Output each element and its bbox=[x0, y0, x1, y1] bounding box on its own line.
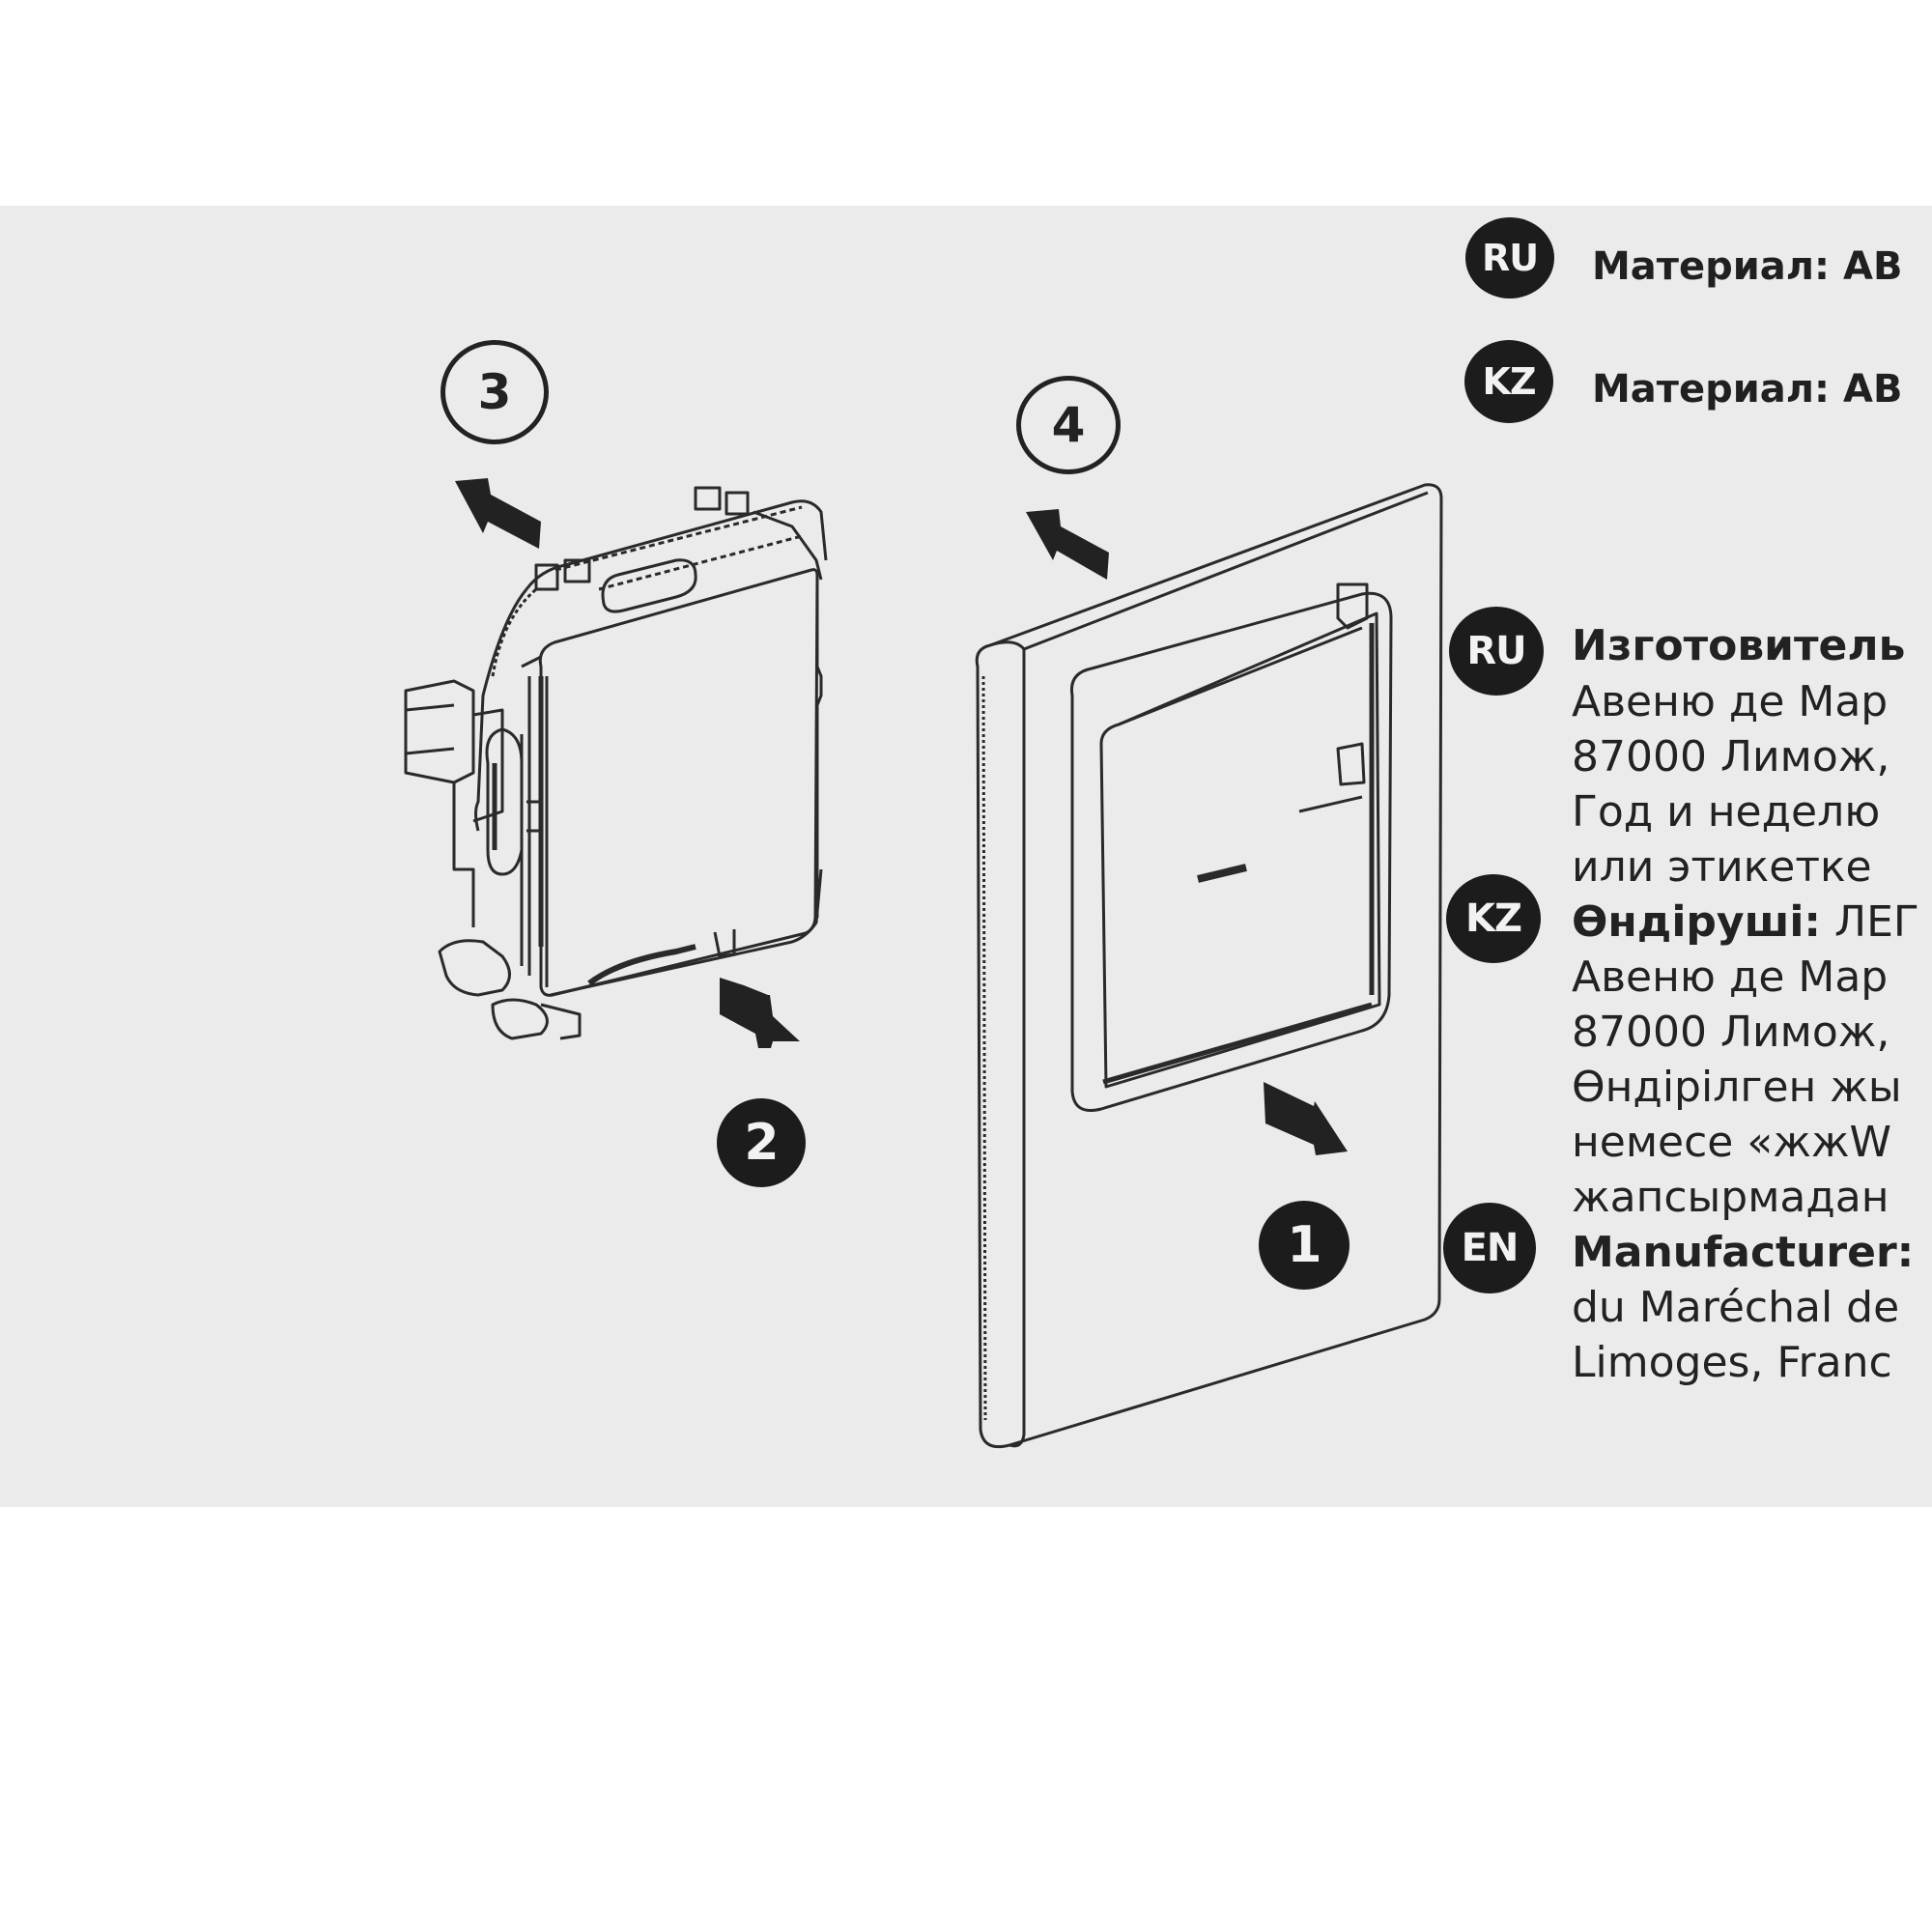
manufacturer-kz-line-3: Өндірілген жы bbox=[1572, 1063, 1902, 1112]
manufacturer-kz-line-2: 87000 Лимож, bbox=[1572, 1008, 1890, 1057]
arrow-step-3-icon bbox=[455, 478, 541, 549]
manufacturer-en-line-2: Limoges, Franc bbox=[1572, 1338, 1892, 1387]
step-4-marker: 4 bbox=[1016, 376, 1121, 474]
material-label-kz: Материал: АВ bbox=[1592, 367, 1903, 412]
manufacturer-kz-title-rest: ЛЕГ bbox=[1821, 897, 1919, 947]
manufacturer-ru-line-4: или этикетке bbox=[1572, 842, 1872, 892]
manufacturer-kz-line-1: Авеню де Мар bbox=[1572, 952, 1889, 1002]
manufacturer-ru-title: Изготовитель bbox=[1572, 621, 1906, 670]
step-3-marker: 3 bbox=[440, 340, 549, 444]
step-1-marker: 1 bbox=[1259, 1201, 1350, 1290]
arrow-step-4-icon bbox=[1026, 509, 1109, 580]
manufacturer-ru-line-2: 87000 Лимож, bbox=[1572, 732, 1890, 781]
switch-mechanism-drawing bbox=[404, 486, 828, 1040]
lang-badge-ru-material: RU bbox=[1465, 217, 1554, 298]
lang-badge-kz-material: KZ bbox=[1464, 340, 1553, 423]
manufacturer-en-title: Manufacturer: bbox=[1572, 1228, 1915, 1277]
manufacturer-kz-title-line: Өндіруші: ЛЕГ bbox=[1572, 895, 1919, 950]
manufacturer-kz-title: Өндіруші: bbox=[1572, 897, 1822, 947]
lang-badge-en: EN bbox=[1443, 1203, 1536, 1293]
arrow-step-2-icon bbox=[720, 978, 800, 1048]
manufacturer-ru-line-3: Год и неделю bbox=[1572, 787, 1881, 837]
lang-badge-kz: KZ bbox=[1446, 874, 1541, 963]
instruction-sheet bbox=[0, 206, 1932, 1507]
lang-badge-ru: RU bbox=[1449, 607, 1544, 696]
manufacturer-en-line-1: du Maréchal de bbox=[1572, 1283, 1900, 1332]
manufacturer-kz-line-5: жапсырмадан bbox=[1572, 1173, 1889, 1222]
frame-drawing bbox=[975, 483, 1443, 1449]
manufacturer-ru-line-1: Авеню де Мар bbox=[1572, 677, 1889, 726]
manufacturer-kz-line-4: немесе «жжW bbox=[1572, 1118, 1892, 1167]
material-label-ru: Материал: АВ bbox=[1592, 244, 1903, 289]
step-2-marker: 2 bbox=[717, 1098, 806, 1187]
arrow-step-1-icon bbox=[1264, 1082, 1348, 1155]
